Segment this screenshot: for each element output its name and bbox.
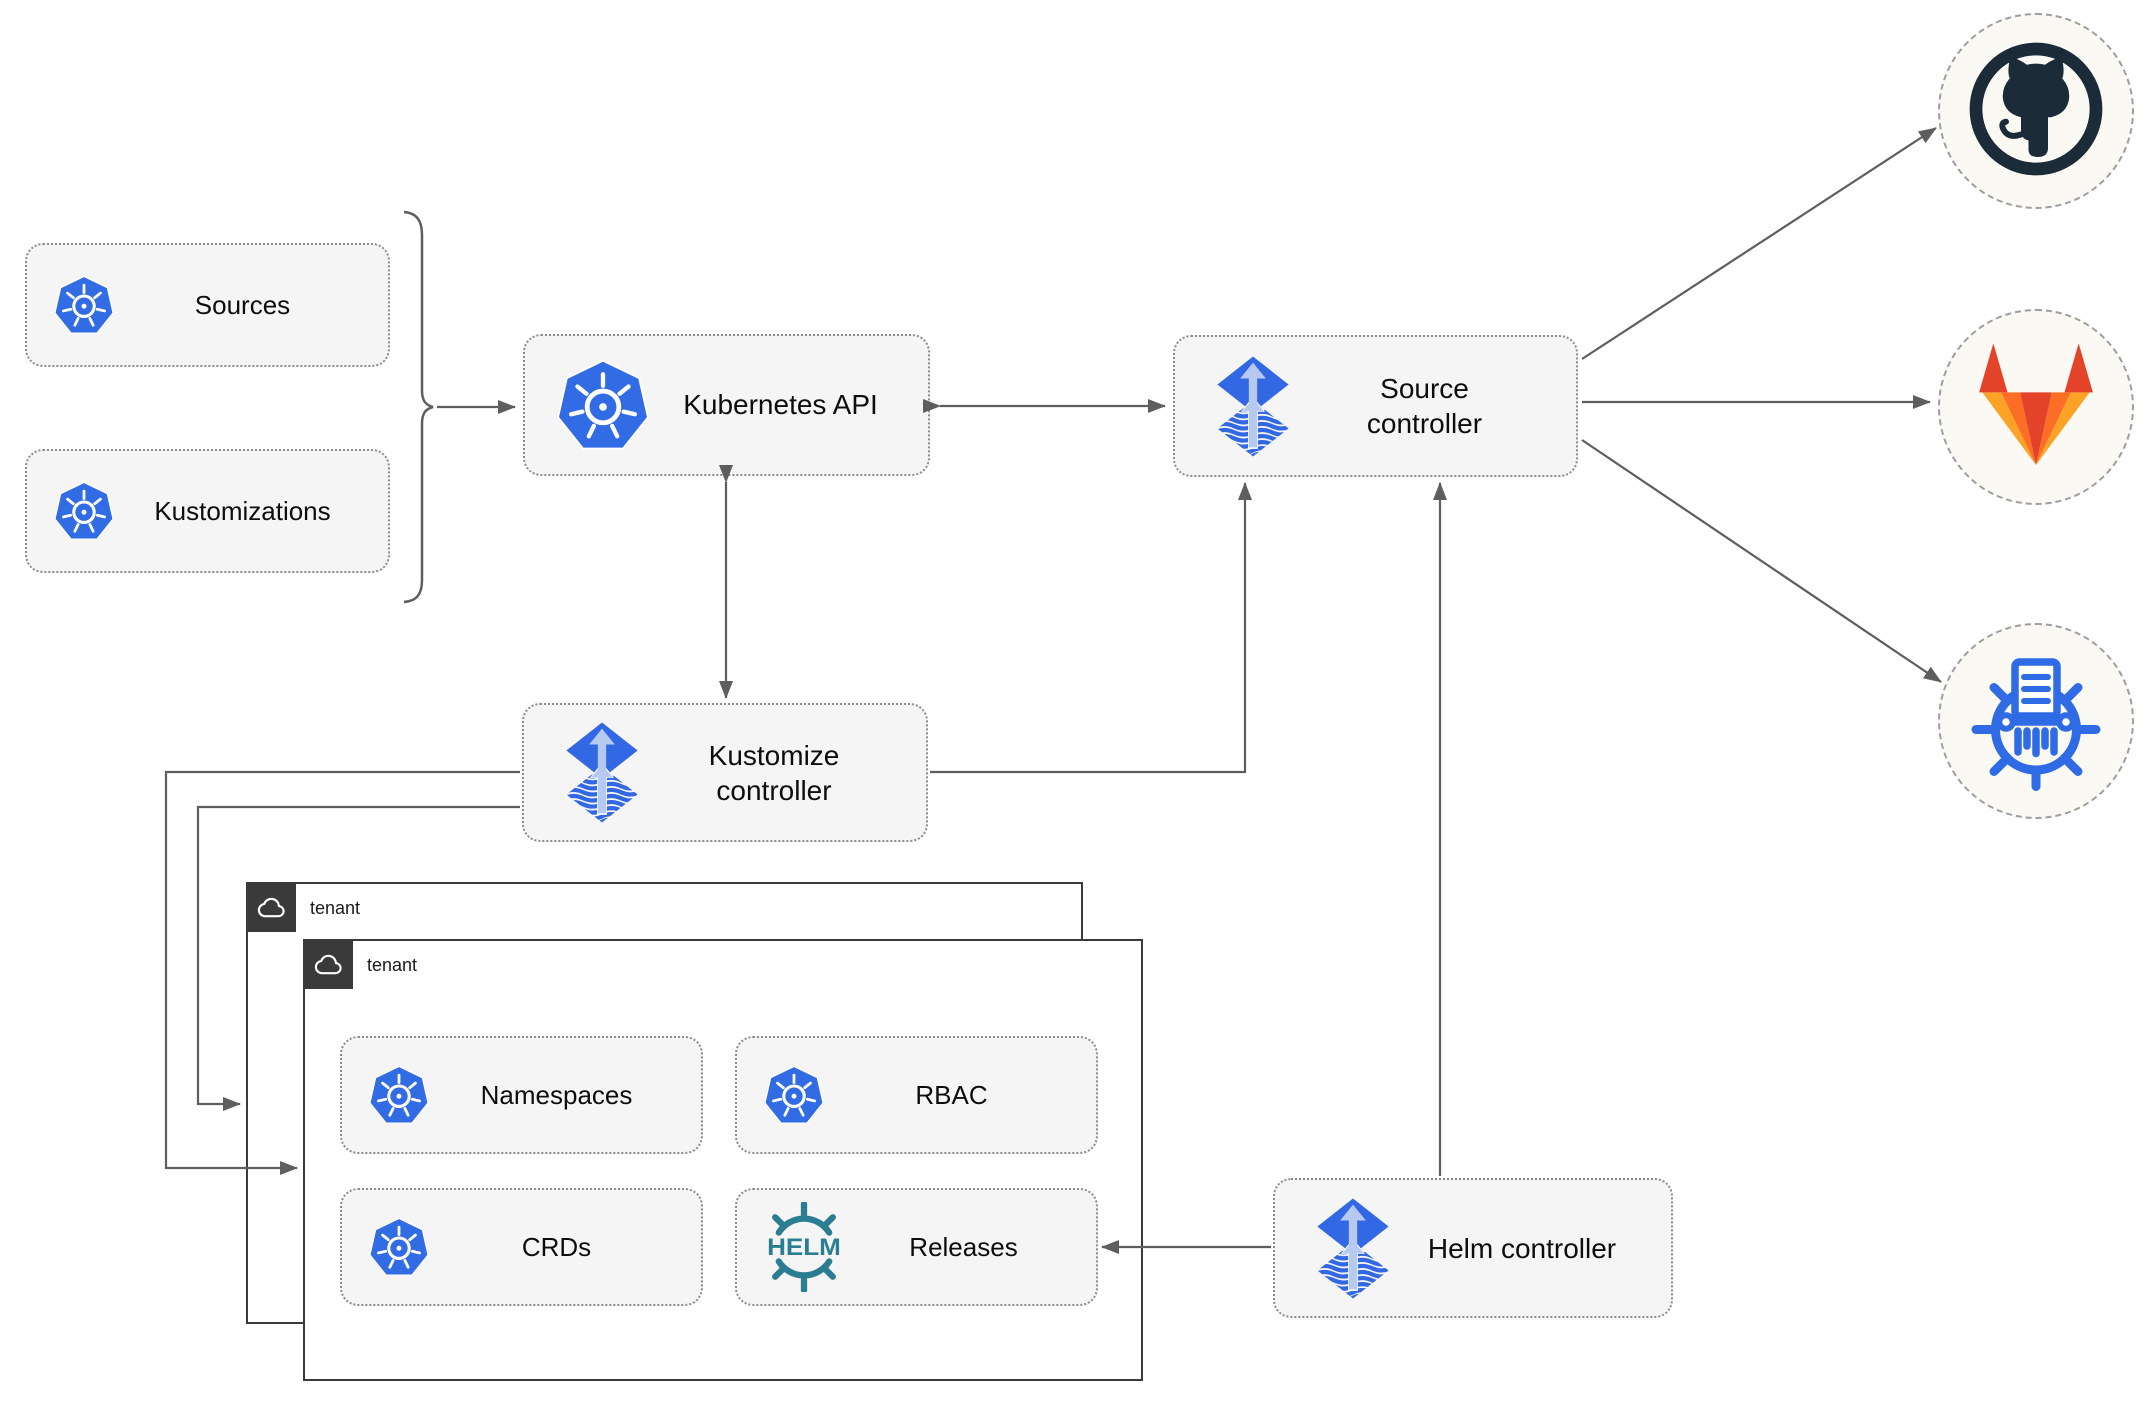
tenant-label: tenant [367,954,418,975]
node-label: Helm controller [1427,1232,1617,1264]
node-label: Source controller [1366,373,1483,439]
arrow-source-to-github [1581,127,1937,360]
kustomize-controller-node: Kustomize controller [522,703,928,842]
node-label: CRDs [521,1231,592,1262]
node-label: Releases [909,1231,1018,1262]
kubernetes-icon [53,274,115,336]
kustomizations-node: Kustomizations [25,449,390,573]
tenant-header: tenant [305,941,417,989]
github-icon [1961,34,2111,189]
releases-node: HELM Releases [735,1188,1098,1306]
cloud-icon [305,941,353,989]
node-label: Kustomize controller [708,739,840,806]
helm-icon-text: HELM [767,1234,841,1261]
gitlab-icon [1957,326,2115,489]
kubernetes-icon [763,1064,825,1126]
container-registry-icon [1961,644,2111,799]
node-label: Kustomizations [154,495,331,526]
rbac-node: RBAC [735,1036,1098,1154]
flux-icon [1215,355,1291,458]
github-endpoint [1938,13,2134,209]
kubernetes-icon [53,480,115,542]
kubernetes-icon [555,357,651,453]
tenant-header: tenant [248,884,360,932]
tenant-label: tenant [310,897,361,918]
gitlab-endpoint [1938,309,2134,505]
grouping-brace [403,210,434,604]
flux-icon [1315,1197,1391,1300]
source-controller-node: Source controller [1173,335,1578,477]
container-registry-endpoint [1938,623,2134,819]
arrow-kustomize-to-source [930,482,1252,774]
sources-node: Sources [25,243,390,367]
arrow-source-to-registry [1581,439,1942,683]
node-label: Kubernetes API [683,389,878,420]
kubernetes-icon [368,1216,430,1278]
cloud-icon [248,884,296,932]
kubernetes-api-node: Kubernetes API [523,334,930,476]
crds-node: CRDs [340,1188,703,1306]
node-label: RBAC [915,1079,988,1110]
node-label: Sources [194,289,291,320]
helm-icon: HELM [759,1202,849,1292]
node-label: Namespaces [480,1079,633,1110]
helm-controller-node: Helm controller [1273,1178,1673,1318]
flux-icon [564,721,640,824]
kubernetes-icon [368,1064,430,1126]
namespaces-node: Namespaces [340,1036,703,1154]
tenant-container-front: tenant Namespaces [303,939,1143,1381]
